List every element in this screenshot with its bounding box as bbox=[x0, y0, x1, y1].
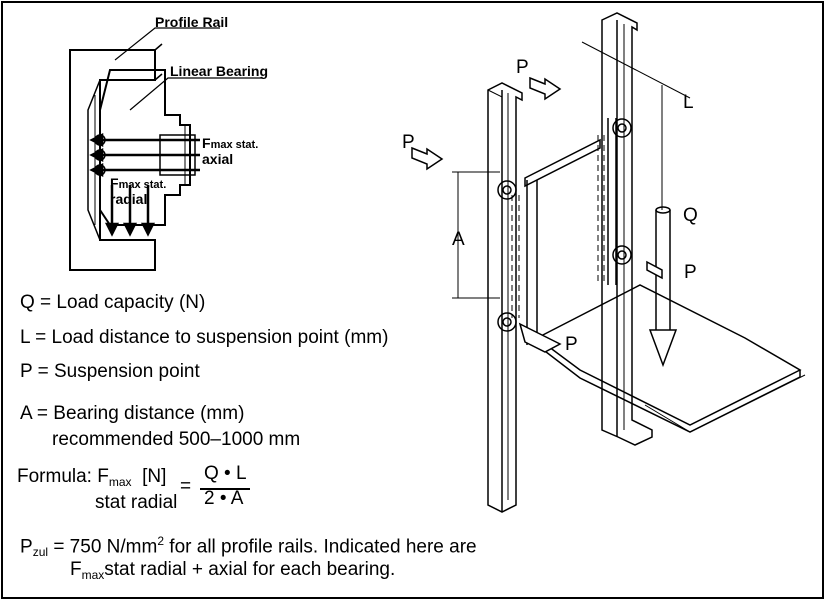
label-p-top: P bbox=[516, 57, 529, 78]
legend-a: A = Bearing distance (mm) bbox=[20, 403, 245, 424]
formula-numerator: Q • L bbox=[204, 463, 247, 484]
legend-p: P = Suspension point bbox=[20, 361, 200, 382]
formula-prefix: Formula: Fmax [N] bbox=[17, 466, 167, 489]
f-axial-label: Fmax stat. axial bbox=[202, 135, 259, 167]
formula-stat-radial: stat radial bbox=[95, 492, 178, 513]
fraction-bar bbox=[200, 488, 250, 490]
label-q: Q bbox=[683, 205, 698, 226]
label-p-bottom: P bbox=[565, 334, 578, 355]
legend-q: Q = Load capacity (N) bbox=[20, 292, 206, 313]
note-fmax: Fmaxstat radial + axial for each bearing… bbox=[70, 559, 396, 582]
legend-l: L = Load distance to suspension point (m… bbox=[20, 327, 389, 348]
linear-bearing-label: Linear Bearing bbox=[170, 63, 269, 79]
label-l: L bbox=[683, 92, 694, 113]
formula-equals: = bbox=[180, 476, 192, 497]
legend-a-recommended: recommended 500–1000 mm bbox=[52, 429, 301, 450]
formula-denominator: 2 • A bbox=[204, 488, 244, 509]
label-p-left: P bbox=[402, 132, 415, 153]
label-a: A bbox=[452, 229, 465, 250]
profile-rail-label: Profile Rail bbox=[155, 14, 229, 30]
f-radial-label: Fmax stat. radial bbox=[110, 175, 167, 207]
label-p-right: P bbox=[684, 262, 697, 283]
note-pzul: Pzul = 750 N/mm2 for all profile rails. … bbox=[20, 534, 477, 560]
